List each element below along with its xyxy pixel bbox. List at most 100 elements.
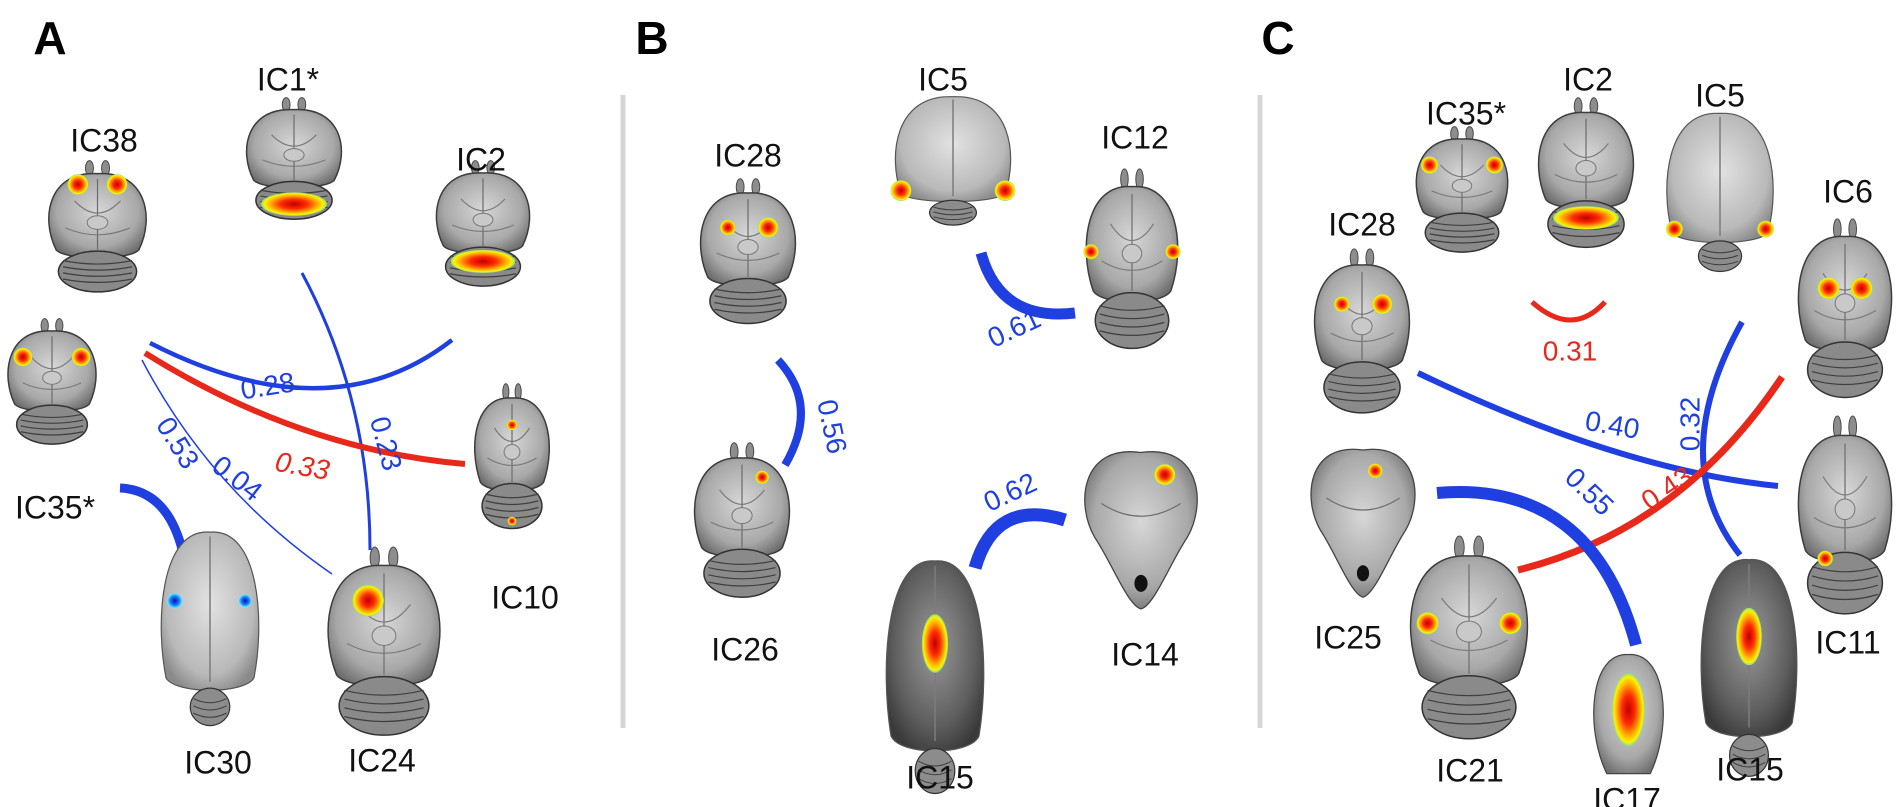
panel-c-brain-ic28-activation-blob-2 bbox=[1372, 294, 1393, 315]
panel-c-brain-ic25-activation-blob-1 bbox=[1367, 463, 1383, 479]
panel-c-edge-ic28-ic11 bbox=[1416, 370, 1779, 489]
panel-b-label-ic15: IC15 bbox=[906, 759, 974, 795]
panel-a-label-ic1-star: IC1* bbox=[257, 61, 319, 97]
panel-b-brain-ic28 bbox=[699, 178, 797, 325]
panel-c-edge-ic25-ic17 bbox=[1436, 486, 1642, 647]
panel-c-brain-ic2-activation-blob-1 bbox=[1553, 206, 1619, 230]
panel-b-label-ic12: IC12 bbox=[1101, 119, 1169, 155]
panel-b-brain-ic14 bbox=[1084, 451, 1198, 610]
panel-c-edge-ic25-ic17-value: 0.55 bbox=[1559, 461, 1620, 521]
panel-c-brain-ic11 bbox=[1797, 415, 1893, 615]
panel-c-brain-ic25 bbox=[1310, 448, 1416, 598]
panel-b-brain-ic15-activation-blob-1 bbox=[921, 614, 949, 673]
panel-a-edge-ic38-ic2-value: 0.28 bbox=[238, 366, 297, 405]
panel-a-edge-ic35-star-ic30-value: 0.53 bbox=[150, 412, 205, 475]
panel-a-edge-ic38-ic10 bbox=[143, 350, 466, 467]
panel-b-brain-ic14-activation-blob-1 bbox=[1154, 464, 1176, 486]
panel-c-label-ic5: IC5 bbox=[1695, 77, 1745, 113]
panel-c-label-ic6: IC6 bbox=[1823, 173, 1873, 209]
panel-c-brain-ic28-activation-blob-1 bbox=[1334, 296, 1350, 312]
panel-c-brain-ic6 bbox=[1797, 218, 1893, 399]
panel-c-label-ic15: IC15 bbox=[1716, 751, 1784, 787]
panel-b-edge-ic28-ic26 bbox=[775, 357, 805, 468]
panel-a-label-ic24: IC24 bbox=[348, 742, 416, 778]
panel-a-label-ic35-star: IC35* bbox=[15, 489, 95, 525]
panel-b-label-ic5: IC5 bbox=[918, 61, 968, 97]
panel-c-brain-ic5-activation-blob-1 bbox=[1666, 220, 1683, 238]
panel-b-brain-ic12-activation-blob-1 bbox=[1083, 244, 1099, 260]
panel-c-edge-ic5-ic15 bbox=[1700, 320, 1745, 557]
panel-b-label-ic26: IC26 bbox=[711, 631, 779, 667]
panel-c-brain-ic15-activation-blob-1 bbox=[1736, 607, 1762, 666]
panel-a-brain-ic10-activation-blob-1 bbox=[506, 419, 518, 431]
panel-a-label-ic2: IC2 bbox=[456, 141, 506, 177]
panel-a-brain-ic2 bbox=[435, 160, 531, 287]
panel-a-brain-ic1-star-activation-blob-1 bbox=[261, 192, 327, 216]
panel-a-brain-ic35-star bbox=[7, 318, 97, 445]
panel-c-edge-ic35-star-ic2-value: 0.31 bbox=[1543, 335, 1598, 366]
panel-b-brain-ic12-activation-blob-2 bbox=[1165, 244, 1181, 260]
panel-dividers bbox=[620, 95, 1263, 728]
panel-b-edge-ic28-ic26-value: 0.56 bbox=[811, 397, 853, 457]
panel-a-brain-ic38-activation-blob-1 bbox=[67, 174, 89, 195]
panel-a-brain-ic35-star-activation-blob-2 bbox=[71, 347, 91, 367]
panel-c-brain-ic21-activation-blob-2 bbox=[1499, 612, 1522, 635]
panel-c-label-ic28: IC28 bbox=[1328, 206, 1396, 242]
panel-b-brain-ic12 bbox=[1083, 168, 1181, 350]
panel-a-brain-ic35-star-activation-blob-1 bbox=[13, 347, 33, 367]
panel-c-label-ic17: IC17 bbox=[1593, 781, 1661, 807]
panel-c-label-ic25: IC25 bbox=[1314, 619, 1382, 655]
panel-b-brain-ic28-activation-blob-2 bbox=[758, 217, 779, 238]
panel-c-brain-ic17 bbox=[1593, 653, 1664, 775]
panel-a-edge-ic35-star-ic30 bbox=[119, 483, 188, 555]
panel-a-brain-ic30-activation-blob-2 bbox=[238, 594, 252, 608]
panel-b-edge-ic15-ic14 bbox=[968, 508, 1067, 570]
panel-c-brain-ic35-star-activation-blob-1 bbox=[1420, 156, 1439, 174]
panel-a-edge-ic38-ic24-value: 0.04 bbox=[206, 449, 268, 507]
panel-c-edge-ic5-ic15-value: 0.32 bbox=[1674, 397, 1705, 452]
panel-c-label-ic2: IC2 bbox=[1563, 61, 1613, 97]
panel-b-brain-ic15 bbox=[885, 560, 985, 795]
panel-c-brain-ic2 bbox=[1537, 97, 1635, 249]
panel-c-letter: C bbox=[1261, 12, 1294, 64]
panel-c-label-ic35-star: IC35* bbox=[1426, 95, 1506, 131]
panel-c-brain-ic6-activation-blob-1 bbox=[1817, 277, 1840, 300]
panel-c-edge-ic6-ic21 bbox=[1517, 375, 1785, 574]
panel-b-brain-ic5-activation-blob-2 bbox=[994, 180, 1016, 201]
panel-c-brain-ic28 bbox=[1313, 248, 1411, 414]
panel-c-edge-ic35-star-ic2 bbox=[1530, 300, 1607, 323]
panel-c-brain-ic15 bbox=[1700, 559, 1798, 777]
panel-a-brain-ic30 bbox=[160, 531, 260, 727]
panel-c-brain-ic5 bbox=[1666, 112, 1774, 273]
panel-a-brain-ic38-activation-blob-2 bbox=[106, 174, 128, 195]
panel-a-label-ic30: IC30 bbox=[184, 744, 252, 780]
panel-a-brain-ic2-activation-blob-1 bbox=[450, 249, 516, 273]
panel-b-edge-ic5-ic12 bbox=[975, 251, 1076, 320]
panel-a-brain-ic1-star bbox=[245, 97, 343, 220]
panel-c-brain-ic35-star-activation-blob-2 bbox=[1485, 156, 1504, 174]
panel-letters: A B C bbox=[33, 12, 1294, 64]
panel-a-edge-ic1-star-ic24 bbox=[300, 272, 372, 551]
panel-b-brain-ic28-activation-blob-1 bbox=[720, 219, 736, 236]
panel-b-brain-ic26-activation-blob-1 bbox=[755, 470, 769, 484]
panel-c-brain-ic21 bbox=[1409, 535, 1529, 740]
panel-a-edge-ic38-ic10-value: 0.33 bbox=[273, 446, 332, 486]
panel-a-brain-ic30-activation-blob-1 bbox=[167, 593, 183, 609]
panel-a-edge-ic1-star-ic24-value: 0.23 bbox=[364, 413, 408, 474]
panel-c-brain-ic11-activation-blob-1 bbox=[1817, 550, 1833, 567]
panel-c-brain-ic5-activation-blob-2 bbox=[1757, 220, 1774, 238]
panel-c-brain-ic35-star bbox=[1415, 126, 1509, 253]
panel-a-edge-ic38-ic2 bbox=[148, 338, 454, 391]
panel-b-letter: B bbox=[635, 12, 668, 64]
panel-c-brain-ic17-activation-blob-1 bbox=[1612, 673, 1645, 746]
panel-c-edge-ic28-ic11-value: 0.40 bbox=[1583, 405, 1642, 445]
panel-a-label-ic10: IC10 bbox=[491, 579, 559, 615]
panel-a-letter: A bbox=[33, 12, 66, 64]
panel-a-brain-ic10 bbox=[474, 383, 550, 530]
brain-maps bbox=[7, 96, 1893, 795]
panel-a-label-ic38: IC38 bbox=[70, 122, 138, 158]
panel-a-brain-ic38 bbox=[48, 160, 147, 293]
panel-a-brain-ic10-activation-blob-2 bbox=[507, 516, 517, 526]
